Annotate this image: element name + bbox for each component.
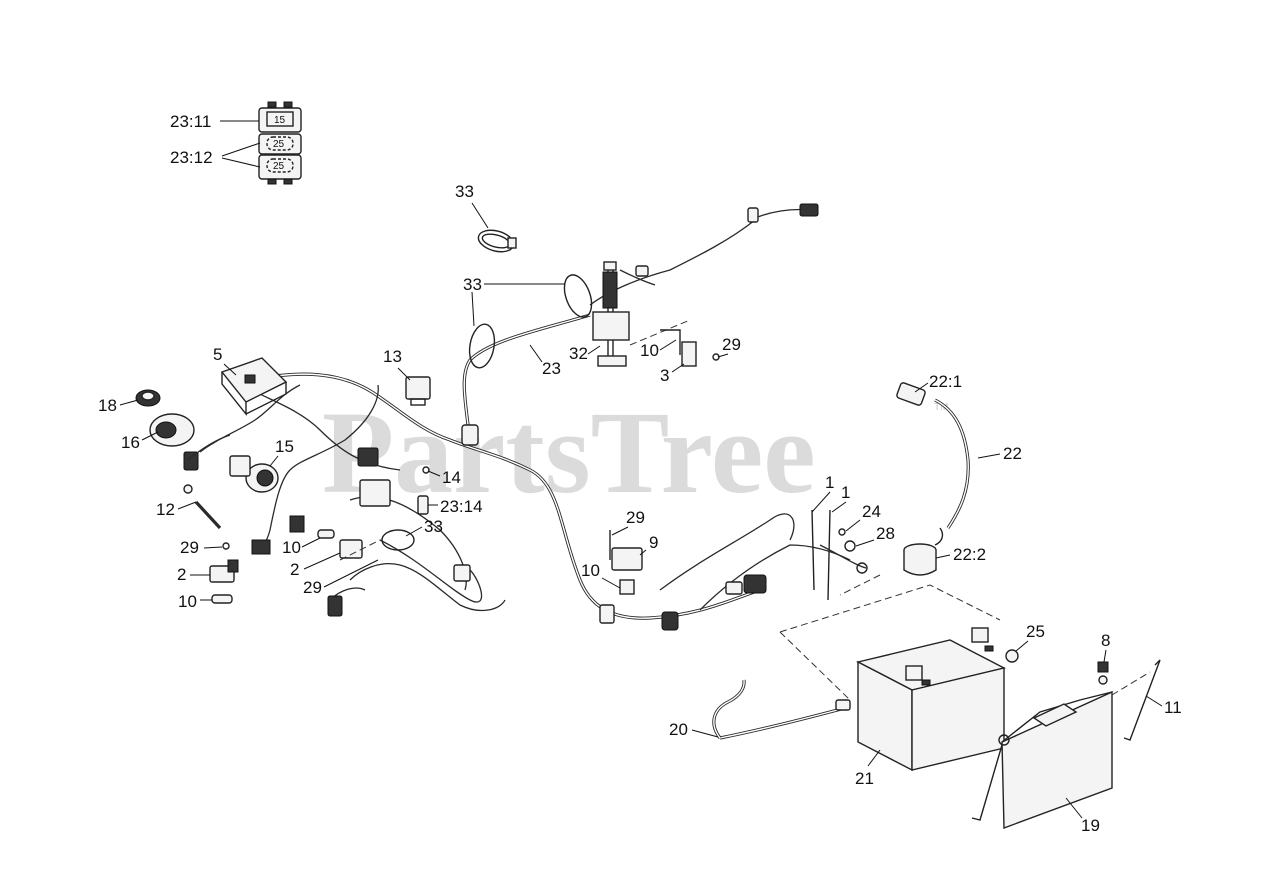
callout-29-mid: 29: [303, 578, 322, 597]
callout-5: 5: [213, 345, 222, 364]
callout-29-left: 29: [180, 538, 199, 557]
fuse-holder-group: 15 25 25: [258, 101, 302, 185]
callout-11: 11: [1164, 698, 1182, 717]
callout-3: 3: [660, 366, 669, 385]
watermark-text: PartsTree: [322, 387, 816, 518]
callout-16: 16: [121, 433, 140, 452]
switch-2-left: [209, 542, 239, 583]
callout-1-b: 1: [841, 483, 850, 502]
callout-22-1: 22:1: [929, 372, 962, 391]
callout-20: 20: [669, 720, 688, 739]
callout-33-mid: 33: [463, 275, 482, 294]
callout-23: 23: [542, 359, 561, 378]
callout-33-low: 33: [424, 517, 443, 536]
hour-meter: [229, 455, 279, 493]
control-module: [220, 357, 288, 416]
probe-12: [183, 484, 222, 530]
callout-10-bottom: 10: [178, 592, 197, 611]
callout-28: 28: [876, 524, 895, 543]
wiring-harness: [251, 208, 851, 620]
sensor-9: [609, 530, 643, 595]
fuse-label-1: 15: [274, 115, 286, 126]
harness-connector-icon: [799, 203, 819, 217]
callout-29-center: 29: [626, 508, 645, 527]
battery-21: [856, 627, 1006, 772]
callout-14: 14: [442, 468, 461, 487]
callout-12: 12: [156, 500, 175, 519]
switch-2-mid: [289, 515, 363, 559]
fuse-label-3: 25: [273, 161, 285, 172]
callout-1-a: 1: [825, 473, 834, 492]
callout-13: 13: [383, 347, 402, 366]
battery-cable-22: [896, 382, 970, 546]
callout-15: 15: [275, 437, 294, 456]
callout-2-left: 2: [177, 565, 186, 584]
callout-24: 24: [862, 502, 881, 521]
callout-25: 25: [1026, 622, 1045, 641]
callout-2-mid: 2: [290, 560, 299, 579]
callout-10-left: 10: [282, 538, 301, 557]
battery-cable-20: [712, 679, 851, 740]
callout-23-14: 23:14: [440, 497, 483, 516]
callout-32: 32: [569, 344, 588, 363]
harness-connector-icon: [743, 574, 767, 594]
callout-21: 21: [855, 769, 874, 788]
terminal-boot-22-2: [903, 543, 937, 576]
switch-post: [592, 261, 630, 367]
callout-9: 9: [649, 533, 658, 552]
callout-22: 22: [1003, 444, 1022, 463]
callout-10-top: 10: [640, 341, 659, 360]
callout-33-top: 33: [455, 182, 474, 201]
callout-23-11: 23:11: [170, 112, 211, 131]
callout-22-2: 22:2: [953, 545, 986, 564]
ignition-switch: [149, 413, 231, 471]
watermark-trademark: TM: [934, 402, 948, 413]
callout-10-center: 10: [581, 561, 600, 580]
callout-29-top: 29: [722, 335, 741, 354]
cable-clamp-top: [477, 229, 517, 253]
callout-19: 19: [1081, 816, 1100, 835]
callout-18: 18: [98, 396, 117, 415]
relay-3: [681, 341, 697, 367]
ignition-cap: [135, 389, 161, 407]
callout-8: 8: [1101, 631, 1110, 650]
fuse-label-2: 25: [273, 139, 285, 150]
callout-23-12: 23:12: [170, 148, 213, 167]
battery-cover-19: [1001, 690, 1113, 829]
